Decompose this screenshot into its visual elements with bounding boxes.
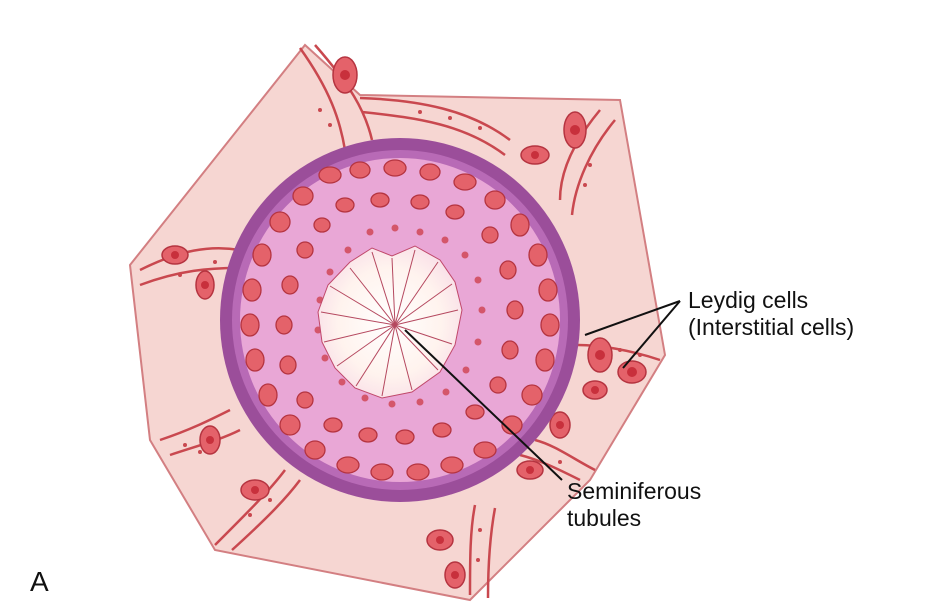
panel-letter: A — [30, 566, 49, 598]
seminiferous-label-line1: Seminiferous — [567, 478, 701, 505]
leydig-cells-label: Leydig cells (Interstitial cells) — [688, 287, 854, 341]
leydig-label-line2: (Interstitial cells) — [688, 314, 854, 341]
seminiferous-label-line2: tubules — [567, 505, 701, 532]
leydig-label-line1: Leydig cells — [688, 287, 854, 314]
seminiferous-tubules-label: Seminiferous tubules — [567, 478, 701, 532]
